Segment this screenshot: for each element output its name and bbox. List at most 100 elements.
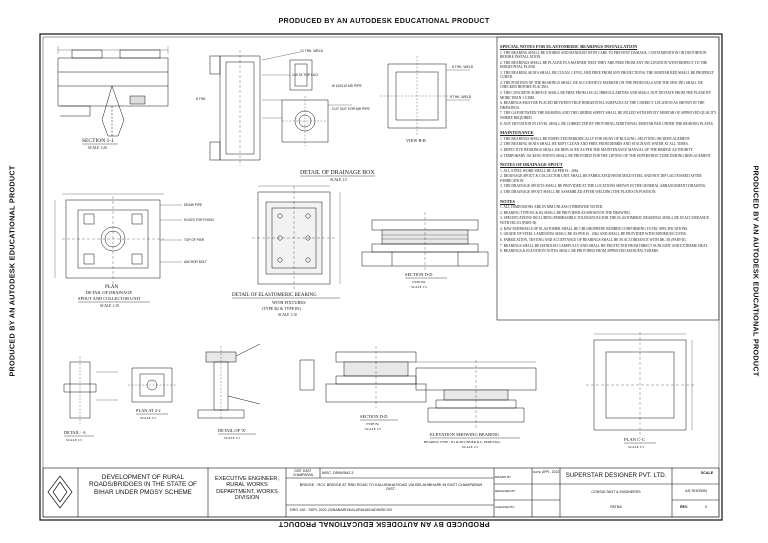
- detail-x-drawing: [197, 343, 261, 420]
- note-item: 1. ALL STEEL WORK SHALL BE AS PER IS : 2…: [500, 168, 580, 173]
- note-item: 4. THE POSITION OF THE BEARINGS SHALL BE…: [500, 80, 703, 90]
- label-cut-out: CUT OUT FOR MS PIPE: [332, 107, 370, 111]
- note-item: 5. THE CONCRETE SURFACE SHALL BE FREE FR…: [500, 91, 712, 100]
- plan-at-22-drawing: [128, 367, 176, 403]
- notes-list-1: 1. THE BEARING SHALL BE STORED AND HANDL…: [500, 51, 718, 127]
- drainage-box-leaders: [261, 51, 470, 119]
- note-item: 5. GRADE OF STEEL LAMINATES SHALL BE AS …: [500, 232, 687, 237]
- detail-a-scale: SCALE 1:5: [66, 438, 82, 442]
- section-dd2-title: SECTION D-D: [360, 414, 387, 419]
- note-item: 4. THE DRAINAGE SPOUT SHALL BE ASSEMBLED…: [500, 190, 657, 195]
- note-item: 6. BEARINGS MUST BE PLACED BETWEEN TRUE …: [500, 101, 705, 110]
- note-item: 6. FABRICATION, TESTING AND ACCEPTANCE O…: [500, 237, 687, 242]
- elastomeric-type: (TYPE B2 & TYPE B1): [262, 306, 302, 311]
- sheet-border: [39, 33, 723, 521]
- section-dd-type: TYPE B2: [412, 280, 426, 284]
- tb-checked-by: CHECKED BY: [495, 505, 515, 509]
- note-item: 3. THE BEARING SEATS SHALL BE CLEAN, LEV…: [500, 70, 714, 80]
- notes-title-3: NOTES OF DRAINAGE SPOUT: [500, 162, 563, 168]
- watermark-top: PRODUCED BY AN AUTODESK EDUCATIONAL PROD…: [278, 16, 490, 25]
- tb-district: DIST. EAST CHAMPARAN: [292, 469, 314, 477]
- note-item: 8. ANY DEVIATION IN LEVEL SHALL BE CORRE…: [500, 121, 714, 126]
- plan-cc-scale: SCALE 1:5: [628, 445, 644, 449]
- section-dd2-scale: SCALE 1:5: [365, 427, 381, 431]
- plan-drainage-drawing: [54, 193, 164, 284]
- note-item: 4. RAW MATERIALS OF ELASTOMER SHALL BE C…: [500, 226, 689, 231]
- note-item: 7. THE GAP BETWEEN THE BEARING AND THE G…: [500, 111, 717, 120]
- note-item: 7. BEARINGS SHALL BE HANDLED CAREFULLY A…: [500, 243, 708, 248]
- elastomeric-fixtures: WITH FIXTURES: [272, 300, 306, 305]
- section-1-1-drawing: [57, 46, 169, 137]
- label-drain-pipe: DRAIN PIPE: [184, 203, 202, 207]
- label-6thk-weld: 6 THK. WELD: [452, 65, 474, 69]
- tb-bridge: BRIDGE : RCC BRIDGE AT RBD ROAD TO KALUR…: [299, 483, 483, 492]
- tb-dwg-no: DRG. NO : SDPL 2022-23/NABARD/KALURAHA/D…: [290, 508, 392, 512]
- label-12thk-weld: 12 THK. WELD: [300, 49, 324, 53]
- notes-list-3: 1. ALL STEEL WORK SHALL BE AS PER IS : 2…: [500, 169, 718, 195]
- notes-list-4: 1. ALL DIMENSIONS ARE IN MM UNLESS OTHER…: [500, 205, 718, 254]
- plan-scale: SCALE 1:10: [100, 304, 119, 308]
- label-top-of-pier: TOP OF PIER: [184, 238, 205, 242]
- plan-at-22-title: PLAN AT 2-2: [136, 408, 161, 413]
- plan-cc-drawing: [586, 332, 694, 438]
- note-item: 2. THE BEARINGS SHALL BE PLACED IN A MAN…: [500, 60, 708, 70]
- note-item: 3. THE DRAINAGE SPOUTS SHALL BE PROVIDED…: [500, 184, 707, 189]
- note-item: 1. ALL DIMENSIONS ARE IN MM UNLESS OTHER…: [500, 205, 604, 210]
- label-anchor-bolt: ANCHOR BOLT: [184, 260, 207, 264]
- section-1-1-title: SECTION 1-1: [82, 138, 114, 144]
- detail-a-drawing: [63, 356, 118, 424]
- note-item: 8. BEARINGS & ELEVATION NOTES SHALL BE P…: [500, 249, 660, 254]
- elevation-bearing-drawing: [415, 360, 537, 428]
- tb-date: APR., 2022: [542, 470, 560, 474]
- tb-consultant-sub: CONSULTANT & ENGINEERS: [591, 490, 641, 494]
- notes-title-1: SPECIAL NOTES FOR ELASTOMERIC BEARINGS I…: [500, 44, 638, 49]
- plan-at-22-scale: SCALE 1:5: [140, 416, 156, 420]
- label-8thk: 8 THK.: [196, 97, 207, 101]
- drainage-box-drawing: [209, 50, 454, 166]
- note-item: 2. THE BEARING SEATS SHALL BE KEPT CLEAN…: [500, 142, 689, 147]
- section-dd2-drawing: [299, 346, 427, 408]
- tb-scale-label: SCALE: [700, 471, 714, 475]
- spout-collector-title: SPOUT AND COLLECTOR UNIT: [78, 296, 141, 301]
- detail-a-title: DETAIL - A: [64, 430, 87, 435]
- section-dd-drawing: [361, 212, 489, 272]
- note-item: 4. TEMPORARY JACKING POINTS SHALL BE PRO…: [500, 153, 712, 158]
- tb-consultant: SUPERSTAR DESIGNER PVT. LTD.: [565, 472, 667, 479]
- note-item: 2. BEARING TYPE B1 & B2 SHALL BE PROVIDE…: [500, 210, 631, 215]
- tb-city: PATNA: [610, 505, 622, 509]
- note-item: 1. THE BEARING SHALL BE STORED AND HANDL…: [500, 50, 707, 59]
- plan-cc-title: PLAN C-C: [624, 437, 645, 442]
- detail-x-scale: SCALE 1:5: [224, 436, 240, 440]
- tb-office: EXECUTIVE ENGINEER, RURAL WORKS DEPARTME…: [214, 476, 280, 502]
- label-holes: HOLES FOR FIXING: [184, 218, 214, 222]
- elastomeric-bearing-drawing: [252, 185, 341, 290]
- label-top-lug: 2-Ø 25 TOP LUG: [292, 73, 318, 77]
- tb-designed-by: DESIGNED BY: [495, 489, 516, 493]
- notes-list-2: 1. THE BEARINGS SHALL BE INSPECTED PERIO…: [500, 137, 718, 159]
- tb-scale: AS SHOWN: [685, 488, 707, 493]
- title-block-frame: [42, 467, 720, 518]
- notes-panel: SPECIAL NOTES FOR ELASTOMERIC BEARINGS I…: [500, 40, 718, 255]
- note-item: 3. DEFECTIVE BEARINGS SHALL BE REPLACED …: [500, 147, 694, 152]
- elevation-sub: BEARING TYPE - B1 & B2 UNDER R.C. PEDEST…: [424, 440, 501, 444]
- note-item: 2. DRAINAGE SPOUT & COLLECTOR UNIT SHALL…: [500, 174, 702, 183]
- title-block-logo: [47, 475, 73, 509]
- tb-date-label: DATE: [533, 470, 541, 474]
- tb-rev: 0: [705, 505, 707, 509]
- elastomeric-title: DETAIL OF ELASTOMERIC BEARING: [232, 293, 317, 298]
- detail-x-title: DETAIL OF 'X': [218, 428, 246, 433]
- label-4thk-weld: 4 THK. WELD: [450, 95, 472, 99]
- elevation-scale: SCALE 1:5: [462, 445, 478, 449]
- label-ms-pipe: Ø 110X10 MS PIPE: [332, 84, 362, 88]
- view-bb-title: VIEW B-B: [406, 138, 426, 143]
- elastomeric-scale: SCALE 1:10: [278, 313, 297, 317]
- drainage-box-title: DETAIL OF DRAINAGE BOX: [300, 170, 375, 176]
- elevation-title: ELEVATION SHOWING BEARING: [430, 432, 500, 437]
- tb-dwg-title: MISC. DRAWING-3: [322, 471, 354, 475]
- tb-project: DEVELOPMENT OF RURAL ROADS/BRIDGES IN TH…: [89, 474, 197, 496]
- tb-rev-label: REV.: [679, 505, 689, 509]
- notes-frame: [496, 36, 720, 321]
- section-dd2-type: TYPE B1: [366, 422, 380, 426]
- detail-drainage-title: DETAIL OF DRAINAGE: [86, 290, 132, 295]
